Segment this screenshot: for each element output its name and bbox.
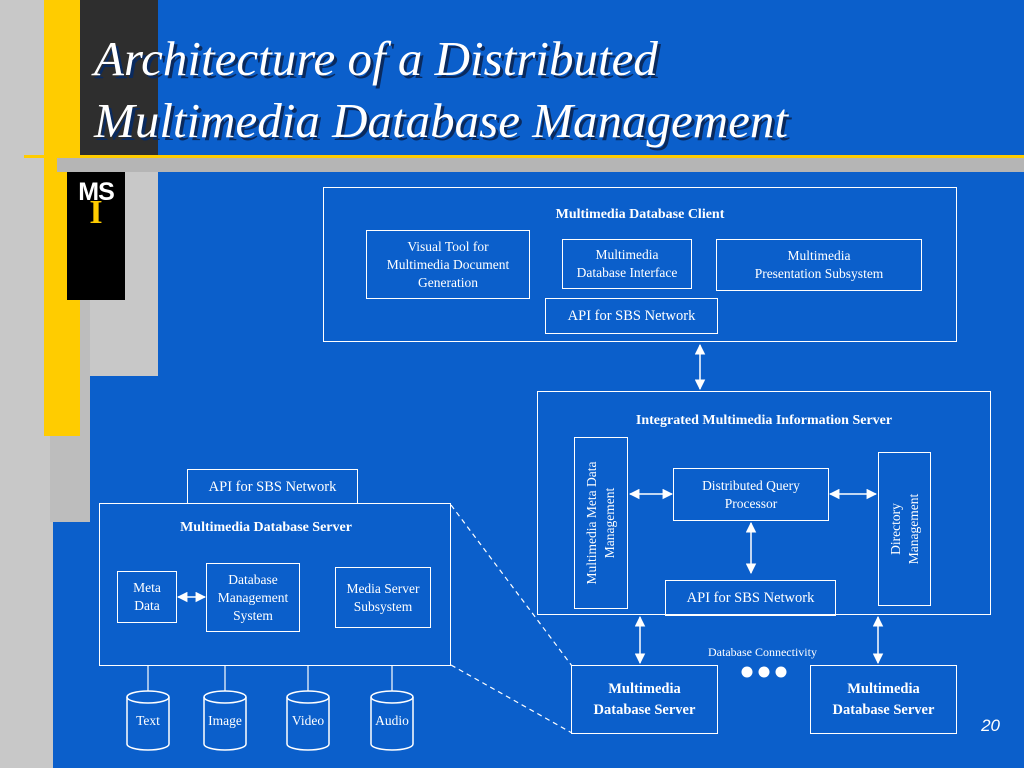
distributed-query-processor-box: Distributed Query Processor (673, 468, 829, 521)
title-rule-gray (57, 158, 1024, 172)
bottom-db-server-left: Multimedia Database Server (571, 665, 718, 734)
visual-tool-line3: Generation (418, 274, 478, 290)
page-number: 20 (981, 716, 1000, 735)
meta-data-management-label: Multimedia Meta Data Management (584, 461, 617, 585)
db-interface-line2: Database Interface (576, 265, 678, 280)
presentation-line1: Multimedia (787, 248, 851, 263)
logo-accent: I (89, 194, 103, 231)
meta-data-box: Meta Data (117, 571, 177, 623)
dbms-line3: System (233, 607, 273, 623)
dqp-line2: Processor (724, 495, 778, 511)
logo (67, 172, 125, 300)
bottom-db-server-right: Multimedia Database Server (810, 665, 957, 734)
db-interface-box: Multimedia Database Interface (562, 239, 692, 289)
meta-data-line2: Data (134, 598, 160, 613)
storage-label-video: Video (291, 713, 325, 728)
directory-management-box (878, 452, 931, 606)
database-connectivity-label: Database Connectivity (708, 645, 817, 659)
bottom-right-line2: Database Server (832, 701, 935, 718)
client-heading: Multimedia Database Client (555, 207, 725, 222)
db-server-heading: Multimedia Database Server (180, 520, 352, 535)
bottom-left-line1: Multimedia (608, 680, 681, 697)
media-server-line1: Media Server (346, 580, 420, 596)
info-server-heading: Integrated Multimedia Information Server (635, 413, 893, 428)
client-group (323, 187, 957, 342)
info-server-api-box: API for SBS Network (665, 580, 836, 616)
meta-data-management-box (574, 437, 628, 609)
presentation-line2: Presentation Subsystem (754, 266, 884, 281)
bottom-right-line1: Multimedia (847, 680, 920, 697)
media-server-box: Media Server Subsystem (335, 567, 431, 628)
db-interface-line1: Multimedia (595, 247, 659, 262)
slide-title: Architecture of a Distributed Multimedia… (94, 28, 788, 152)
title-rule-yellow (24, 155, 1024, 158)
storage-label-text: Text (136, 713, 160, 728)
ellipsis-dot (758, 666, 770, 678)
dqp-line1: Distributed Query (702, 477, 800, 493)
dashed-zoom-line-bottom (450, 664, 573, 734)
directory-management-label: Directory Management (888, 493, 921, 565)
db-server-api-box: API for SBS Network (187, 469, 358, 504)
db-server-group (99, 503, 451, 666)
client-api-box: API for SBS Network (545, 298, 718, 334)
ellipsis-dot (775, 666, 787, 678)
storage-label-audio: Audio (375, 713, 409, 728)
info-server-group (537, 391, 991, 615)
meta-data-line1: Meta (133, 580, 161, 595)
presentation-box: Multimedia Presentation Subsystem (716, 239, 922, 291)
slide-title-line1: Architecture of a Distributed (94, 31, 658, 86)
dbms-line1: Database (228, 571, 278, 587)
slide-title-line2: Multimedia Database Management (94, 93, 789, 148)
visual-tool-line2: Multimedia Document (386, 256, 510, 272)
logo-letters: MS (78, 178, 115, 206)
corner-block-dark (80, 0, 158, 155)
storage-label-image: Image (208, 713, 242, 728)
visual-tool-line1: Visual Tool for (407, 238, 489, 254)
ellipsis-dot (741, 666, 753, 678)
dbms-line2: Management (217, 589, 289, 605)
media-server-line2: Subsystem (353, 598, 413, 614)
dbms-box: Database Management System (206, 563, 300, 632)
bottom-left-line2: Database Server (593, 701, 696, 718)
visual-tool-box: Visual Tool for Multimedia Document Gene… (366, 230, 530, 299)
